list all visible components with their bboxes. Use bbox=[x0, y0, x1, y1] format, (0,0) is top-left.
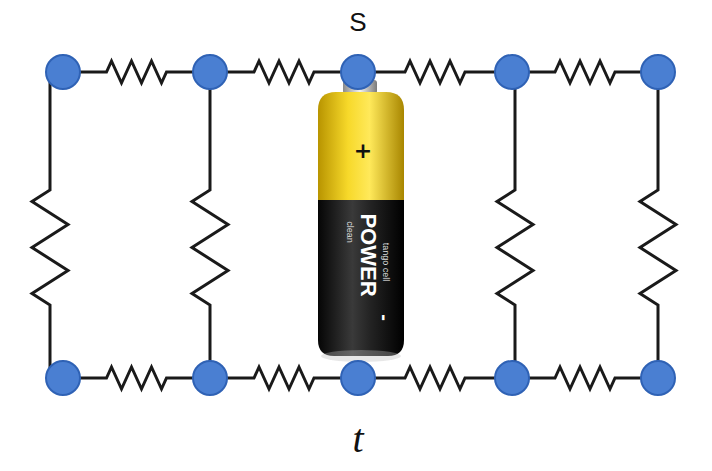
battery-brand: clean bbox=[345, 221, 355, 243]
battery-polarity: - bbox=[372, 314, 395, 321]
resistor-symbol bbox=[210, 367, 358, 389]
resistor-symbol bbox=[63, 61, 210, 83]
battery-polarity: + bbox=[354, 138, 372, 163]
node-label: S bbox=[349, 7, 366, 38]
resistor-symbol bbox=[192, 72, 228, 378]
junction-dot bbox=[341, 361, 375, 395]
junction-dot bbox=[641, 55, 675, 89]
junction-dot bbox=[46, 55, 80, 89]
battery-brand: POWER bbox=[355, 213, 381, 296]
battery-symbol bbox=[318, 80, 404, 362]
resistor-symbol bbox=[358, 367, 512, 389]
junction-dots bbox=[46, 55, 675, 395]
battery-top bbox=[318, 92, 404, 200]
junction-dot bbox=[341, 55, 375, 89]
resistor-symbol bbox=[497, 72, 533, 378]
resistor-symbol bbox=[63, 367, 210, 389]
battery-brand: tango cell bbox=[381, 243, 391, 282]
junction-dot bbox=[641, 361, 675, 395]
resistor-symbol bbox=[32, 72, 68, 378]
resistor-symbol bbox=[358, 61, 512, 83]
resistor-wires bbox=[32, 61, 676, 389]
node-label: t bbox=[352, 415, 363, 462]
resistor-symbol bbox=[512, 367, 658, 389]
junction-dot bbox=[495, 55, 529, 89]
junction-dot bbox=[495, 361, 529, 395]
resistor-symbol bbox=[210, 61, 358, 83]
resistor-symbol bbox=[640, 72, 676, 378]
battery-shadow bbox=[321, 350, 401, 362]
junction-dot bbox=[46, 361, 80, 395]
resistor-symbol bbox=[512, 61, 658, 83]
battery-body bbox=[318, 200, 404, 356]
junction-dot bbox=[193, 55, 227, 89]
junction-dot bbox=[193, 361, 227, 395]
